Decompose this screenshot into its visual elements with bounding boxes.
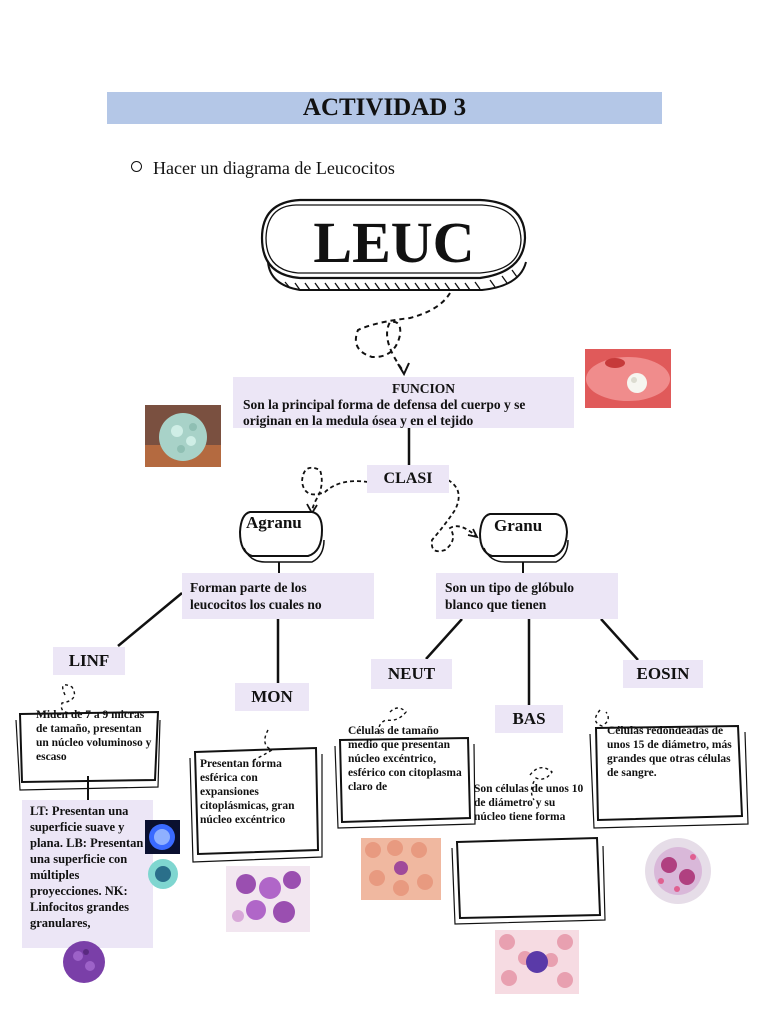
- basophil-smear-image: [495, 930, 579, 994]
- eosin-label: EOSIN: [623, 660, 703, 688]
- nk-cell-image: [63, 941, 105, 983]
- bas-label: BAS: [495, 705, 563, 733]
- arrow-clasi-agranu: [301, 466, 369, 513]
- mon-description: Presentan forma esférica con expansiones…: [200, 758, 295, 826]
- granu-frame: [478, 513, 569, 557]
- leuc-frame: [260, 198, 527, 280]
- instruction: Hacer un diagrama de Leucocitos: [131, 158, 395, 179]
- bas-frame: [451, 836, 606, 925]
- monocyte-smear-image: [226, 866, 310, 932]
- neut-description: Células de tamaño medio que presentan nú…: [348, 725, 462, 793]
- lymphocyte-t-image: [145, 820, 180, 854]
- page-title: ACTIVIDAD 3: [107, 92, 662, 124]
- leuc-shadow: [267, 261, 527, 291]
- agranu-frame: [238, 511, 324, 557]
- linf-subtypes: LT: Presentan una superficie suave y pla…: [22, 800, 153, 948]
- blood-vessel-image: [585, 349, 671, 408]
- neutrophil-smear-image: [361, 838, 441, 900]
- neut-frame: [334, 736, 476, 829]
- lymphocyte-sem-image: [145, 405, 221, 467]
- eosin-frame: [589, 724, 749, 829]
- eosin-description: Células redondeadas de unos 15 de diámet…: [607, 725, 732, 779]
- arrow-leuc-funcion: [354, 292, 451, 373]
- linf-description: Miden de 7 a 9 micras de tamaño, present…: [36, 709, 152, 763]
- funcion-heading: FUNCION: [392, 381, 455, 396]
- eosinophil-image: [645, 838, 711, 904]
- mon-frame: [189, 746, 323, 863]
- arrow-clasi-granu: [430, 479, 477, 553]
- main-concept: LEUC: [313, 210, 475, 275]
- funcion-text: Son la principal forma de defensa del cu…: [243, 397, 526, 428]
- bullet-icon: [131, 161, 142, 172]
- funcion-box: FUNCION Son la principal forma de defens…: [233, 377, 574, 428]
- clasi-label: CLASI: [367, 465, 449, 493]
- granu-description: Son un tipo de glóbulo blanco que tienen: [436, 573, 618, 619]
- linf-label: LINF: [53, 647, 125, 675]
- agranu-label: Agranu: [246, 513, 302, 532]
- bas-description: Son células de unos 10 de diámetro y su …: [474, 783, 584, 823]
- agranu-description: Forman parte de los leucocitos los cuale…: [182, 573, 374, 619]
- linf-frame: [15, 710, 161, 791]
- neut-label: NEUT: [371, 659, 452, 689]
- lymphocyte-b-image: [148, 859, 178, 889]
- mon-label: MON: [235, 683, 309, 711]
- granu-label: Granu: [494, 516, 543, 535]
- instruction-text: Hacer un diagrama de Leucocitos: [153, 158, 395, 178]
